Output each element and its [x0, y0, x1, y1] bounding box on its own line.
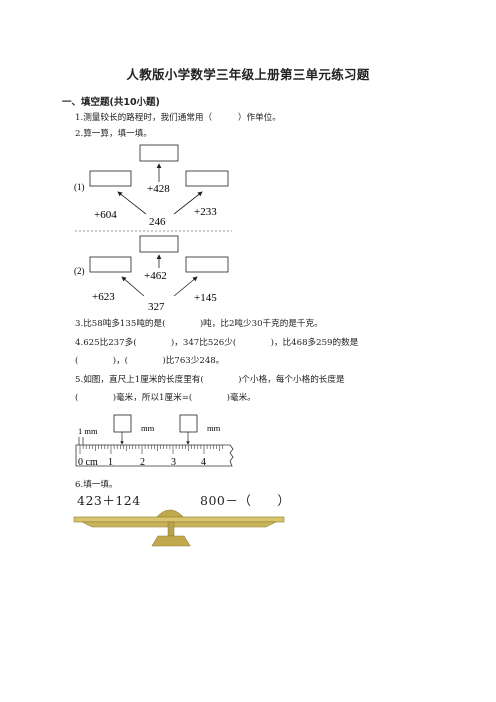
section-heading: 一、填空题(共10小题)	[62, 97, 160, 108]
ruler-number-4: 4	[201, 457, 206, 468]
balance-scale-icon	[73, 509, 285, 547]
balance-left-expression: 423＋124	[77, 493, 141, 508]
ruler-number-2: 2	[140, 457, 145, 468]
op-2-top: +462	[144, 270, 167, 282]
answer-box-1-top	[139, 144, 179, 162]
center-number-1: 246	[149, 216, 166, 228]
answer-box-2-top	[139, 235, 179, 253]
op-2-right: +145	[194, 292, 217, 304]
calc-tree-diagram: (1) +428 +604 +233 246 (2) +462 +623 +14…	[74, 144, 232, 313]
answer-box-2-left	[89, 256, 132, 273]
question-6: 6.填一填。	[75, 480, 118, 490]
answer-box-1-left	[89, 170, 132, 187]
op-1-left: +604	[94, 209, 117, 221]
ruler-number-0: 0 cm	[78, 457, 98, 468]
page-title: 人教版小学数学三年级上册第三单元练习题	[126, 67, 370, 82]
ruler-number-1: 1	[108, 457, 113, 468]
question-5-line1: 5.如图，直尺上1厘米的长度里有( )个小格，每个小格的长度是	[75, 375, 345, 385]
question-4-line1: 4.625比237多( )，347比526少( )，比468多259的数是	[75, 338, 359, 348]
question-3: 3.比58吨多135吨的是( )吨，比2吨少30千克的是千克。	[75, 319, 323, 329]
op-2-left: +623	[92, 291, 115, 303]
question-1: 1.测量较长的路程时，我们通常用（ ）作单位。	[75, 113, 281, 123]
center-number-2: 327	[148, 301, 165, 313]
question-5-line2: ( )毫米，所以1厘米=( )毫米。	[75, 393, 256, 403]
balance-right-expression: 800－（ ）	[200, 493, 291, 508]
ruler-answer-box-1	[113, 414, 132, 433]
unit-label-1: mm	[141, 423, 155, 433]
ruler-body	[75, 444, 234, 467]
unit-label-2: mm	[207, 423, 221, 433]
ruler-diagram: 1 mm mm mm 0 cm 1 2 3 4	[75, 414, 234, 468]
ruler-ticks	[79, 445, 223, 454]
part2-label: (2)	[74, 266, 85, 276]
ruler-number-3: 3	[171, 457, 176, 468]
op-1-top: +428	[147, 183, 170, 195]
mm-label: 1 mm	[78, 426, 98, 436]
question-2: 2.算一算，填一填。	[75, 129, 152, 139]
ruler-answer-box-2	[179, 414, 198, 433]
op-1-right: +233	[194, 206, 217, 218]
answer-box-2-right	[185, 256, 229, 273]
question-4-line2: ( )，( )比763少248。	[75, 356, 225, 366]
answer-box-1-right	[185, 170, 229, 187]
part1-label: (1)	[74, 182, 85, 192]
